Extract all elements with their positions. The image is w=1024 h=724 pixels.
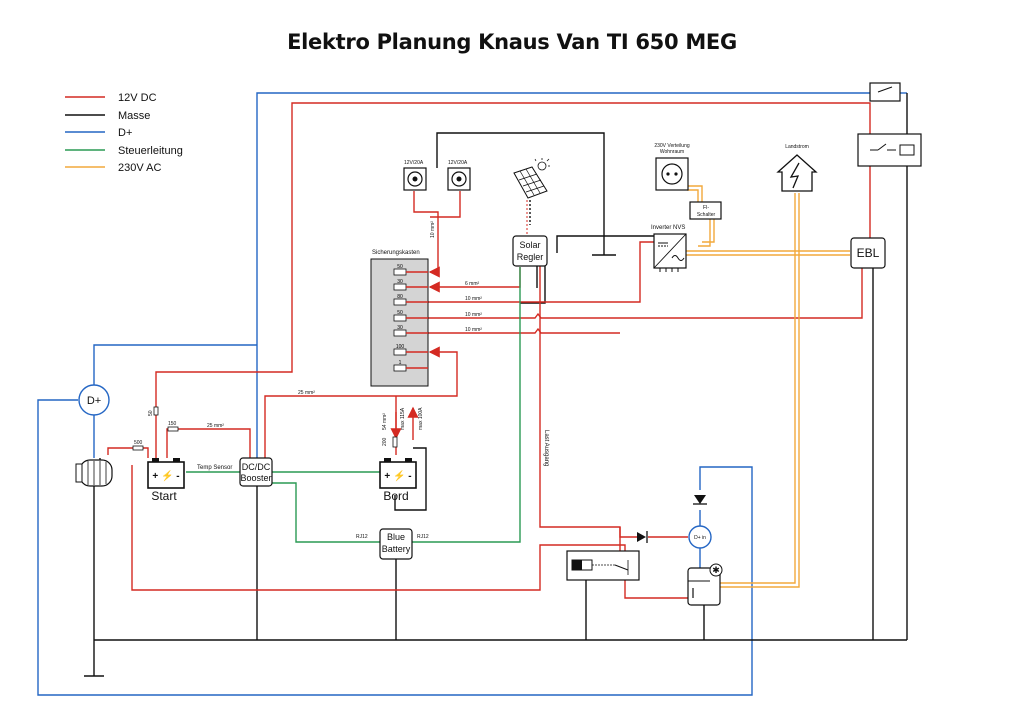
12v-wires (107, 102, 871, 599)
cable-25-left: 25 mm² (207, 423, 224, 429)
last-ausgang-label: Last Ausgang (543, 430, 549, 466)
landstrom-icon (776, 154, 818, 192)
fuse-label-1: 50 (397, 264, 403, 270)
rj12-left-label: RJ12 (356, 534, 368, 540)
start-battery-icon: + ⚡ - (147, 458, 185, 489)
fuse-150-label: 150 (168, 421, 177, 427)
ebl-label: EBL (857, 246, 880, 260)
solar-regler-line1: Solar (519, 240, 540, 250)
fuse-label-2: 30 (397, 279, 403, 285)
bord-label: Bord (383, 489, 408, 503)
fuse-label-7: 1 (399, 360, 402, 366)
alternator-icon (75, 459, 113, 640)
fuse-label-6: 100 (396, 344, 405, 350)
fi-line1: FI- (703, 205, 709, 211)
dplus-in-label: D+ in (694, 535, 706, 541)
blue-battery-box (379, 528, 413, 560)
inverter-label: Inverter NVS (651, 225, 685, 231)
ac-outlet-line2: Wohnraum (660, 149, 684, 155)
dplus-circle (78, 384, 110, 416)
fuse-label-4: 50 (397, 310, 403, 316)
max115-label: max 115A (400, 407, 406, 430)
fuse-cable-1: 6 mm² (465, 281, 480, 287)
cable-54-label: 54 mm² (382, 413, 388, 430)
socket-left-label: 12V/20A (404, 160, 424, 166)
fuse-cable-3: 10 mm² (465, 312, 482, 318)
diagram-title: Elektro Planung Knaus Van TI 650 MEG (287, 30, 737, 54)
socket-left (403, 167, 427, 191)
blue-battery-line2: Battery (382, 544, 411, 554)
socket-cable-label: 10 mm² (430, 221, 436, 238)
fi-line2: Schalter (697, 212, 716, 218)
fi-schalter-box (689, 201, 722, 220)
fuse-cable-4: 10 mm² (465, 327, 482, 333)
relay-box-bottom (566, 550, 640, 581)
socket-right (447, 167, 471, 191)
ebl-box (850, 237, 886, 269)
diode-icon-2 (637, 531, 648, 543)
solar-regler-line2: Regler (517, 252, 544, 262)
bord-battery-icon: + ⚡ - (379, 458, 417, 489)
fuse-label-3: 80 (397, 294, 403, 300)
legend-steuerleitung: Steuerleitung (118, 145, 183, 157)
start-label: Start (151, 489, 177, 503)
ac-outlet-icon (655, 157, 689, 191)
diode-icon (693, 495, 707, 505)
fuse-cable-2: 10 mm² (465, 296, 482, 302)
legend-230v: 230V AC (118, 162, 161, 174)
blue-battery-line1: Blue (387, 532, 405, 542)
ac-outlet-line1: 230V Verteilung (654, 143, 690, 149)
legend-12v: 12V DC (118, 92, 157, 104)
dplus-in-circle (688, 525, 712, 549)
svg-text:+ ⚡ -: + ⚡ - (384, 469, 411, 482)
control-wires (186, 267, 521, 543)
dcdc-line2: Booster (240, 473, 271, 483)
fuse-500-label: 500 (134, 440, 143, 446)
dcdc-booster-box (239, 457, 273, 487)
dplus-label: D+ (87, 395, 101, 407)
ground-wires (84, 93, 908, 677)
solar-regler-box (512, 235, 548, 267)
landstrom-label: Landstrom (785, 144, 809, 150)
solar-panel-icon (513, 158, 550, 199)
legend-masse: Masse (118, 110, 150, 122)
switch-icon (869, 82, 901, 102)
inline-fuses (132, 406, 398, 451)
fuse-box: 50 30 80 50 30 100 1 (370, 258, 429, 387)
fridge-icon: ✱ (687, 563, 723, 606)
socket-right-label: 12V/20A (448, 160, 468, 166)
inverter-icon (653, 233, 687, 272)
ac-wires (686, 185, 850, 588)
temp-sensor-label: Temp Sensor (197, 465, 232, 471)
legend: 12V DC Masse D+ Steuerleitung 230V AC (65, 92, 183, 174)
cable-25-top: 25 mm² (298, 390, 315, 396)
fusebox-label: Sicherungskasten (372, 250, 420, 256)
rj12-right-label: RJ12 (417, 534, 429, 540)
fuse-50-label: 50 (148, 410, 154, 416)
fuse-200-label: 200 (382, 437, 388, 446)
legend-dplus: D+ (118, 127, 132, 139)
fuse-label-5: 30 (397, 325, 403, 331)
svg-text:+ ⚡ -: + ⚡ - (152, 469, 179, 482)
dplus-wires (37, 92, 907, 696)
relay-icon (857, 133, 922, 167)
max100-label: max 100A (418, 407, 424, 430)
svg-text:✱: ✱ (712, 565, 720, 575)
dcdc-line1: DC/DC (242, 462, 271, 472)
